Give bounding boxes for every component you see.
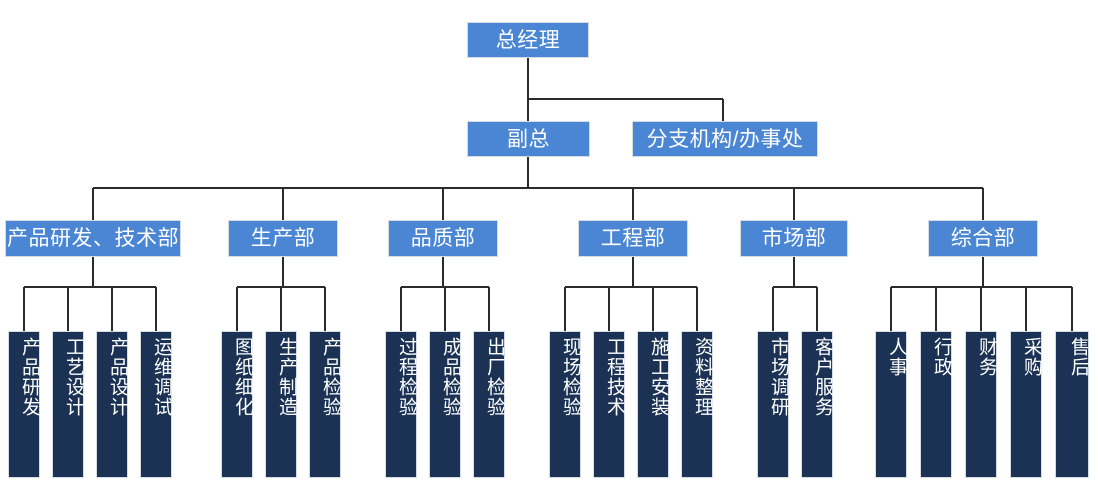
node-label: 市场调研 — [768, 337, 789, 417]
node-dept-qa[interactable]: 品质部 — [388, 220, 498, 257]
node-label: 运维调试 — [151, 337, 172, 417]
node-label: 成品检验 — [440, 337, 461, 417]
node-label: 综合部 — [950, 227, 1016, 250]
node-label: 生产制造 — [276, 337, 297, 417]
node-dept-prod[interactable]: 生产部 — [228, 220, 338, 257]
node-label: 工程部 — [600, 227, 666, 250]
node-label: 行政 — [931, 337, 952, 377]
node-leaf-qa-3[interactable]: 出厂检验 — [473, 331, 505, 478]
node-leaf-gen-4[interactable]: 采购 — [1010, 331, 1042, 478]
node-label: 采购 — [1021, 337, 1042, 377]
node-label: 产品检验 — [320, 337, 341, 417]
node-leaf-mkt-1[interactable]: 市场调研 — [757, 331, 789, 478]
node-leaf-prod-1[interactable]: 图纸细化 — [221, 331, 253, 478]
node-leaf-rd-1[interactable]: 产品研发 — [8, 331, 40, 478]
node-leaf-qa-1[interactable]: 过程检验 — [385, 331, 417, 478]
node-leaf-gen-3[interactable]: 财务 — [965, 331, 997, 478]
node-label: 现场检验 — [560, 337, 581, 417]
node-label: 总经理 — [495, 28, 561, 52]
node-label: 资料整理 — [692, 337, 713, 417]
node-label: 市场部 — [761, 227, 827, 250]
node-dept-eng[interactable]: 工程部 — [578, 220, 688, 257]
node-label: 副总 — [507, 127, 550, 151]
node-label: 施工安装 — [648, 337, 669, 417]
node-label: 工程技术 — [604, 337, 625, 417]
node-label: 人事 — [886, 337, 907, 377]
node-leaf-qa-2[interactable]: 成品检验 — [429, 331, 461, 478]
node-leaf-rd-4[interactable]: 运维调试 — [140, 331, 172, 478]
node-label: 工艺设计 — [63, 337, 84, 417]
node-leaf-rd-2[interactable]: 工艺设计 — [52, 331, 84, 478]
node-label: 过程检验 — [396, 337, 417, 417]
node-label: 品质部 — [410, 227, 476, 250]
node-leaf-prod-2[interactable]: 生产制造 — [265, 331, 297, 478]
node-label: 产品研发、技术部 — [7, 227, 179, 250]
node-leaf-rd-3[interactable]: 产品设计 — [96, 331, 128, 478]
node-leaf-gen-5[interactable]: 售后 — [1055, 331, 1089, 478]
node-dept-mkt[interactable]: 市场部 — [740, 220, 848, 257]
node-leaf-gen-2[interactable]: 行政 — [920, 331, 952, 478]
node-leaf-mkt-2[interactable]: 客户服务 — [801, 331, 833, 478]
node-label: 产品研发 — [19, 337, 40, 417]
node-dept-gen[interactable]: 综合部 — [928, 220, 1038, 257]
node-label: 生产部 — [250, 227, 316, 250]
node-vp[interactable]: 副总 — [467, 121, 590, 157]
node-label: 客户服务 — [812, 337, 833, 417]
node-branch[interactable]: 分支机构/办事处 — [632, 121, 818, 157]
node-label: 分支机构/办事处 — [646, 127, 804, 151]
node-gm[interactable]: 总经理 — [467, 22, 589, 58]
node-leaf-eng-2[interactable]: 工程技术 — [593, 331, 625, 478]
node-label: 财务 — [976, 337, 997, 377]
node-label: 出厂检验 — [484, 337, 505, 417]
node-dept-rd[interactable]: 产品研发、技术部 — [5, 220, 181, 257]
node-label: 产品设计 — [107, 337, 128, 417]
node-label: 图纸细化 — [232, 337, 253, 417]
node-leaf-gen-1[interactable]: 人事 — [875, 331, 907, 478]
node-label: 售后 — [1068, 337, 1089, 377]
node-leaf-eng-3[interactable]: 施工安装 — [637, 331, 669, 478]
node-leaf-eng-4[interactable]: 资料整理 — [681, 331, 713, 478]
node-leaf-prod-3[interactable]: 产品检验 — [309, 331, 341, 478]
node-leaf-eng-1[interactable]: 现场检验 — [549, 331, 581, 478]
